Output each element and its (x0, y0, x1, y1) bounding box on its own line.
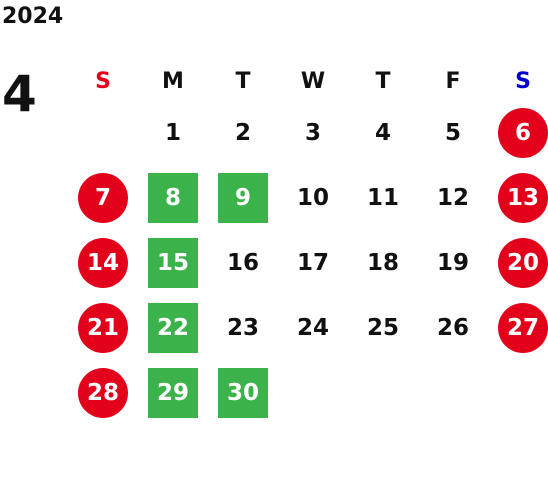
calendar-day-cell (348, 360, 418, 425)
calendar-week-row: 21 22 23 24 25 26 27 (68, 295, 548, 360)
empty-day (358, 368, 408, 418)
calendar-day-cell: 22 (138, 295, 208, 360)
weekday-fri: F (445, 68, 461, 94)
day-number: 18 (366, 249, 399, 276)
day-number: 5 (444, 119, 461, 146)
weekday-mon: M (162, 68, 184, 94)
day-number: 30 (218, 367, 268, 418)
weekday-thu: T (375, 68, 391, 94)
day-number: 16 (226, 249, 259, 276)
day-number: 6 (498, 107, 548, 158)
calendar-day-cell (418, 360, 488, 425)
calendar-day-cell: 3 (278, 100, 348, 165)
day-number: 14 (78, 237, 128, 288)
weekday-wed: W (300, 68, 326, 94)
day-number: 11 (366, 184, 399, 211)
calendar-day-cell: 21 (68, 295, 138, 360)
day-number: 9 (218, 172, 268, 223)
calendar-day-cell: 1 (138, 100, 208, 165)
year-label: 2024 (2, 4, 64, 29)
day-number: 10 (296, 184, 329, 211)
day-number: 8 (148, 172, 198, 223)
calendar-week-row: 14 15 16 17 18 19 20 (68, 230, 548, 295)
day-number: 19 (436, 249, 469, 276)
weekday-sat: S (515, 68, 531, 94)
weekday-tue: T (235, 68, 251, 94)
calendar-day-cell (488, 360, 548, 425)
calendar-day-cell: 17 (278, 230, 348, 295)
calendar-day-cell: 27 (488, 295, 548, 360)
weekday-sun: S (95, 68, 111, 94)
day-number: 3 (304, 119, 321, 146)
calendar-day-cell: 5 (418, 100, 488, 165)
day-number: 20 (498, 237, 548, 288)
day-number: 1 (164, 119, 181, 146)
calendar-day-cell: 7 (68, 165, 138, 230)
calendar-day-cell: 25 (348, 295, 418, 360)
day-number: 25 (366, 314, 399, 341)
calendar-day-cell: 19 (418, 230, 488, 295)
month-number: 4 (2, 65, 37, 123)
empty-day (428, 368, 478, 418)
day-number: 27 (498, 302, 548, 353)
calendar-day-cell (68, 100, 138, 165)
day-number: 22 (148, 302, 198, 353)
day-number: 29 (148, 367, 198, 418)
calendar-day-cell: 28 (68, 360, 138, 425)
day-number: 17 (296, 249, 329, 276)
calendar-day-cell: 13 (488, 165, 548, 230)
day-number: 21 (78, 302, 128, 353)
calendar-day-cell: 10 (278, 165, 348, 230)
weekday-header-row: S M T W T F S (68, 62, 542, 100)
day-number: 12 (436, 184, 469, 211)
calendar-day-cell: 14 (68, 230, 138, 295)
calendar-day-cell (278, 360, 348, 425)
calendar-day-cell: 26 (418, 295, 488, 360)
calendar-day-cell: 30 (208, 360, 278, 425)
calendar-day-cell: 20 (488, 230, 548, 295)
day-number: 13 (498, 172, 548, 223)
day-number: 23 (226, 314, 259, 341)
calendar-day-cell: 11 (348, 165, 418, 230)
calendar-day-cell: 24 (278, 295, 348, 360)
empty-day (498, 368, 548, 418)
day-number: 15 (148, 237, 198, 288)
calendar-day-cell: 4 (348, 100, 418, 165)
day-number: 24 (296, 314, 329, 341)
calendar-day-cell: 12 (418, 165, 488, 230)
day-number: 7 (78, 172, 128, 223)
calendar-day-cell: 8 (138, 165, 208, 230)
day-number: 26 (436, 314, 469, 341)
calendar-day-cell: 15 (138, 230, 208, 295)
calendar-day-cell: 9 (208, 165, 278, 230)
calendar-day-cell: 23 (208, 295, 278, 360)
calendar-day-cell: 6 (488, 100, 548, 165)
day-number: 28 (78, 367, 128, 418)
calendar-week-row: 1 2 3 4 5 6 (68, 100, 548, 165)
empty-day (78, 108, 128, 158)
calendar-day-cell: 2 (208, 100, 278, 165)
empty-day (288, 368, 338, 418)
calendar-week-row: 28 29 30 (68, 360, 542, 425)
day-number: 4 (374, 119, 391, 146)
day-number: 2 (234, 119, 251, 146)
calendar-day-cell: 18 (348, 230, 418, 295)
calendar-day-cell: 29 (138, 360, 208, 425)
calendar-day-cell: 16 (208, 230, 278, 295)
